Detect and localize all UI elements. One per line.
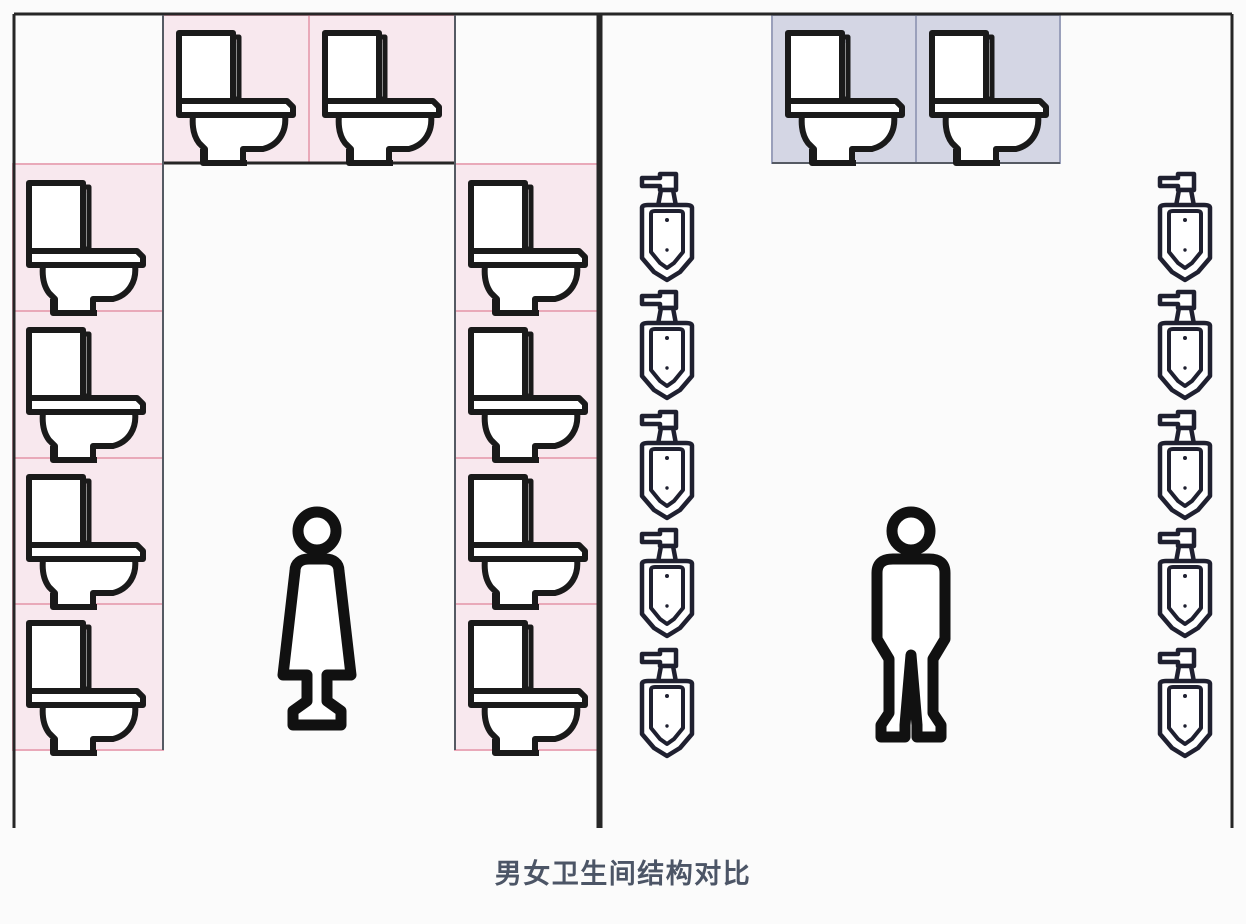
urinal-icon bbox=[1160, 174, 1210, 280]
urinal-icon bbox=[1160, 412, 1210, 518]
urinal-icon bbox=[1160, 292, 1210, 398]
urinal-icon bbox=[642, 412, 692, 518]
woman-figure-icon bbox=[283, 512, 351, 725]
urinal-icon bbox=[642, 292, 692, 398]
womens-walls bbox=[12, 12, 600, 828]
urinal-icon bbox=[1160, 530, 1210, 636]
diagram-caption: 男女卫生间结构对比 bbox=[494, 859, 752, 890]
womens-restroom-section bbox=[12, 12, 601, 828]
mens-left-urinals bbox=[642, 174, 692, 756]
urinal-icon bbox=[642, 174, 692, 280]
urinal-icon bbox=[642, 530, 692, 636]
man-figure-icon bbox=[877, 512, 945, 737]
mens-restroom-section bbox=[599, 12, 1234, 828]
womens-wall-thin bbox=[162, 15, 456, 750]
urinal-icon bbox=[642, 650, 692, 756]
mens-right-urinals bbox=[1160, 174, 1210, 756]
mens-walls bbox=[599, 12, 1234, 828]
urinal-icon bbox=[1160, 650, 1210, 756]
